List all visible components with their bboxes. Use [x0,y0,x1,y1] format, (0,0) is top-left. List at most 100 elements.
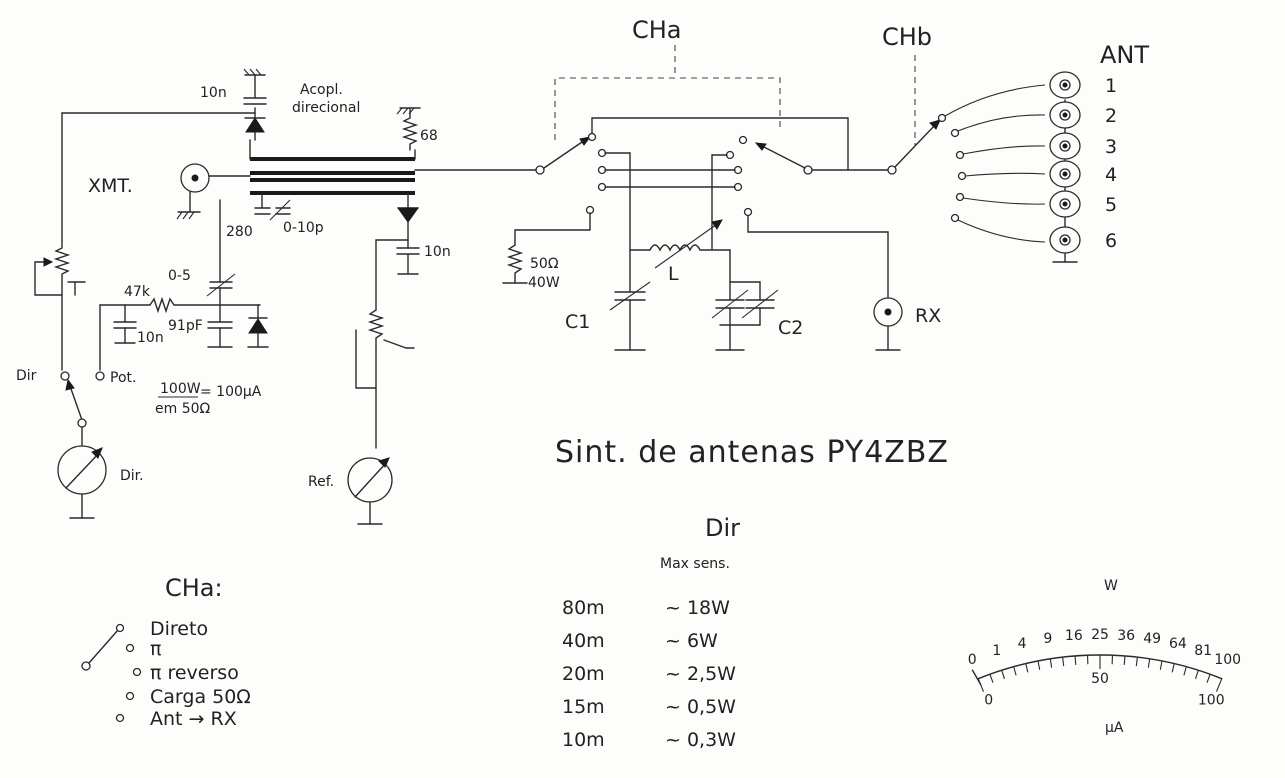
cha-legend-item-carga: Carga 50Ω [150,686,251,708]
cap-0-5-label: 0-5 [168,268,191,284]
dir-table-value: ~ 6W [665,630,718,652]
cap-10n-right-label: 10n [424,244,451,260]
chb-wafer [848,85,1045,242]
meter-scale-tick [1002,670,1005,679]
ref-meter [348,458,392,524]
compensation-caps: 280 0-10p [220,193,324,282]
cha-legend-item-pi-reverso: π reverso [150,662,239,684]
dir-table-value: ~ 18W [665,597,730,619]
dummy-load [503,230,527,283]
pi-network: L C1 C2 [565,220,803,350]
pot-switch-label: Pot. [110,370,136,386]
antenna-number: 1 [1105,75,1117,97]
meter-watt-label: 100 [1214,652,1241,668]
meter-scale-tick [1217,679,1222,692]
ant-label: ANT [1100,41,1149,69]
meter-ua-label: 50 [1091,671,1109,687]
c1-label: C1 [565,311,590,333]
meter-scale-tick [1026,664,1028,673]
cha-switch-gang [555,45,915,145]
rx-connector [874,232,902,350]
schematic-title: Sint. de antenas PY4ZBZ [555,435,949,470]
meter-watt-label: 9 [1043,631,1052,647]
dir-meter [58,446,106,518]
meter-needle [973,670,981,684]
dir-potentiometer [35,240,85,370]
meter-scale-tick [1124,656,1125,665]
coupler-label-2: direcional [292,100,360,116]
xmt-connector [177,164,250,219]
antenna-connector-dot [1063,144,1067,148]
meter-watt-label: 16 [1065,628,1083,644]
meter-scale-tick [1196,670,1199,679]
meter-watt-label: 0 [968,652,977,668]
cha-legend-item-direto: Direto [150,618,208,640]
dir-table-value: ~ 0,3W [665,729,736,751]
meter-scale-tick [1075,656,1076,665]
dir-table-band: 80m [562,597,605,619]
meter-watt-label: 4 [1018,636,1027,652]
meter-scale-tick [1207,674,1210,682]
cha-right-wafer [630,118,888,250]
meter-scale-tick [1050,659,1051,668]
formula-numerator: 100W [160,381,201,397]
antenna-connector-dot [1063,172,1067,176]
meter-watt-label: 25 [1091,627,1109,643]
antenna-number: 6 [1105,230,1117,252]
load-40w-label: 40W [528,275,560,291]
meter-scale-tick [1184,667,1186,676]
chb-top-label: CHb [882,23,932,51]
coupler-label-1: Acopl. [300,82,343,98]
meter-watt-label: 81 [1194,643,1212,659]
forward-network: 0-5 47k 10n 91pF [100,268,268,370]
cap-0-10p-label: 0-10p [283,220,324,236]
dir-pot-switch [61,372,104,445]
load-50-label: 50Ω [530,256,559,272]
meter-ua-label: 0 [984,693,993,709]
dir-table-band: 40m [562,630,605,652]
dir-switch-label: Dir [16,368,37,384]
cap-10n-top-label: 10n [200,85,227,101]
antenna-connector-dot [1063,202,1067,206]
meter-scale-tick [1136,657,1137,666]
antenna-connector-dot [1063,83,1067,87]
antenna-connector-dot [1063,113,1067,117]
formula-denominator: em 50Ω [155,401,211,417]
meter-scale-tick [1063,657,1064,666]
meter-unit-microamps: μA [1105,720,1124,736]
meter-watt-label: 64 [1169,636,1187,652]
cha-legend: CHa: Direto π π reverso Carga 50Ω Ant → … [82,574,251,730]
ref-meter-label: Ref. [308,474,334,490]
meter-scale-tick [1014,667,1016,676]
res-47k-label: 47k [124,284,151,300]
dir-table-band: 15m [562,696,605,718]
c2-label: C2 [778,317,803,339]
meter-watt-label: 36 [1117,628,1135,644]
meter-scale-tick [990,674,993,682]
meter-watt-label: 49 [1143,631,1161,647]
dir-table-value: ~ 2,5W [665,663,736,685]
meter-scale-tick [1160,661,1162,670]
formula-rhs: = 100μA [200,384,262,400]
antenna-connector-dot [1063,238,1067,242]
meter-watt-label: 1 [992,643,1001,659]
inductor-label: L [668,263,679,285]
cha-legend-item-pi: π [150,638,161,660]
dir-table-band: 20m [562,663,605,685]
dir-meter-label: Dir. [120,468,144,484]
antenna-number: 5 [1105,194,1117,216]
cap-10n-left-label: 10n [137,330,164,346]
dir-table-value: ~ 0,5W [665,696,736,718]
res-68-label: 68 [420,128,438,144]
cap-280-label: 280 [226,224,253,240]
meter-scale-tick [1038,661,1040,670]
directional-coupler: 68 [250,108,438,193]
cha-legend-item-ant-rx: Ant → RX [150,708,237,730]
reflected-path: 10n [356,193,451,448]
